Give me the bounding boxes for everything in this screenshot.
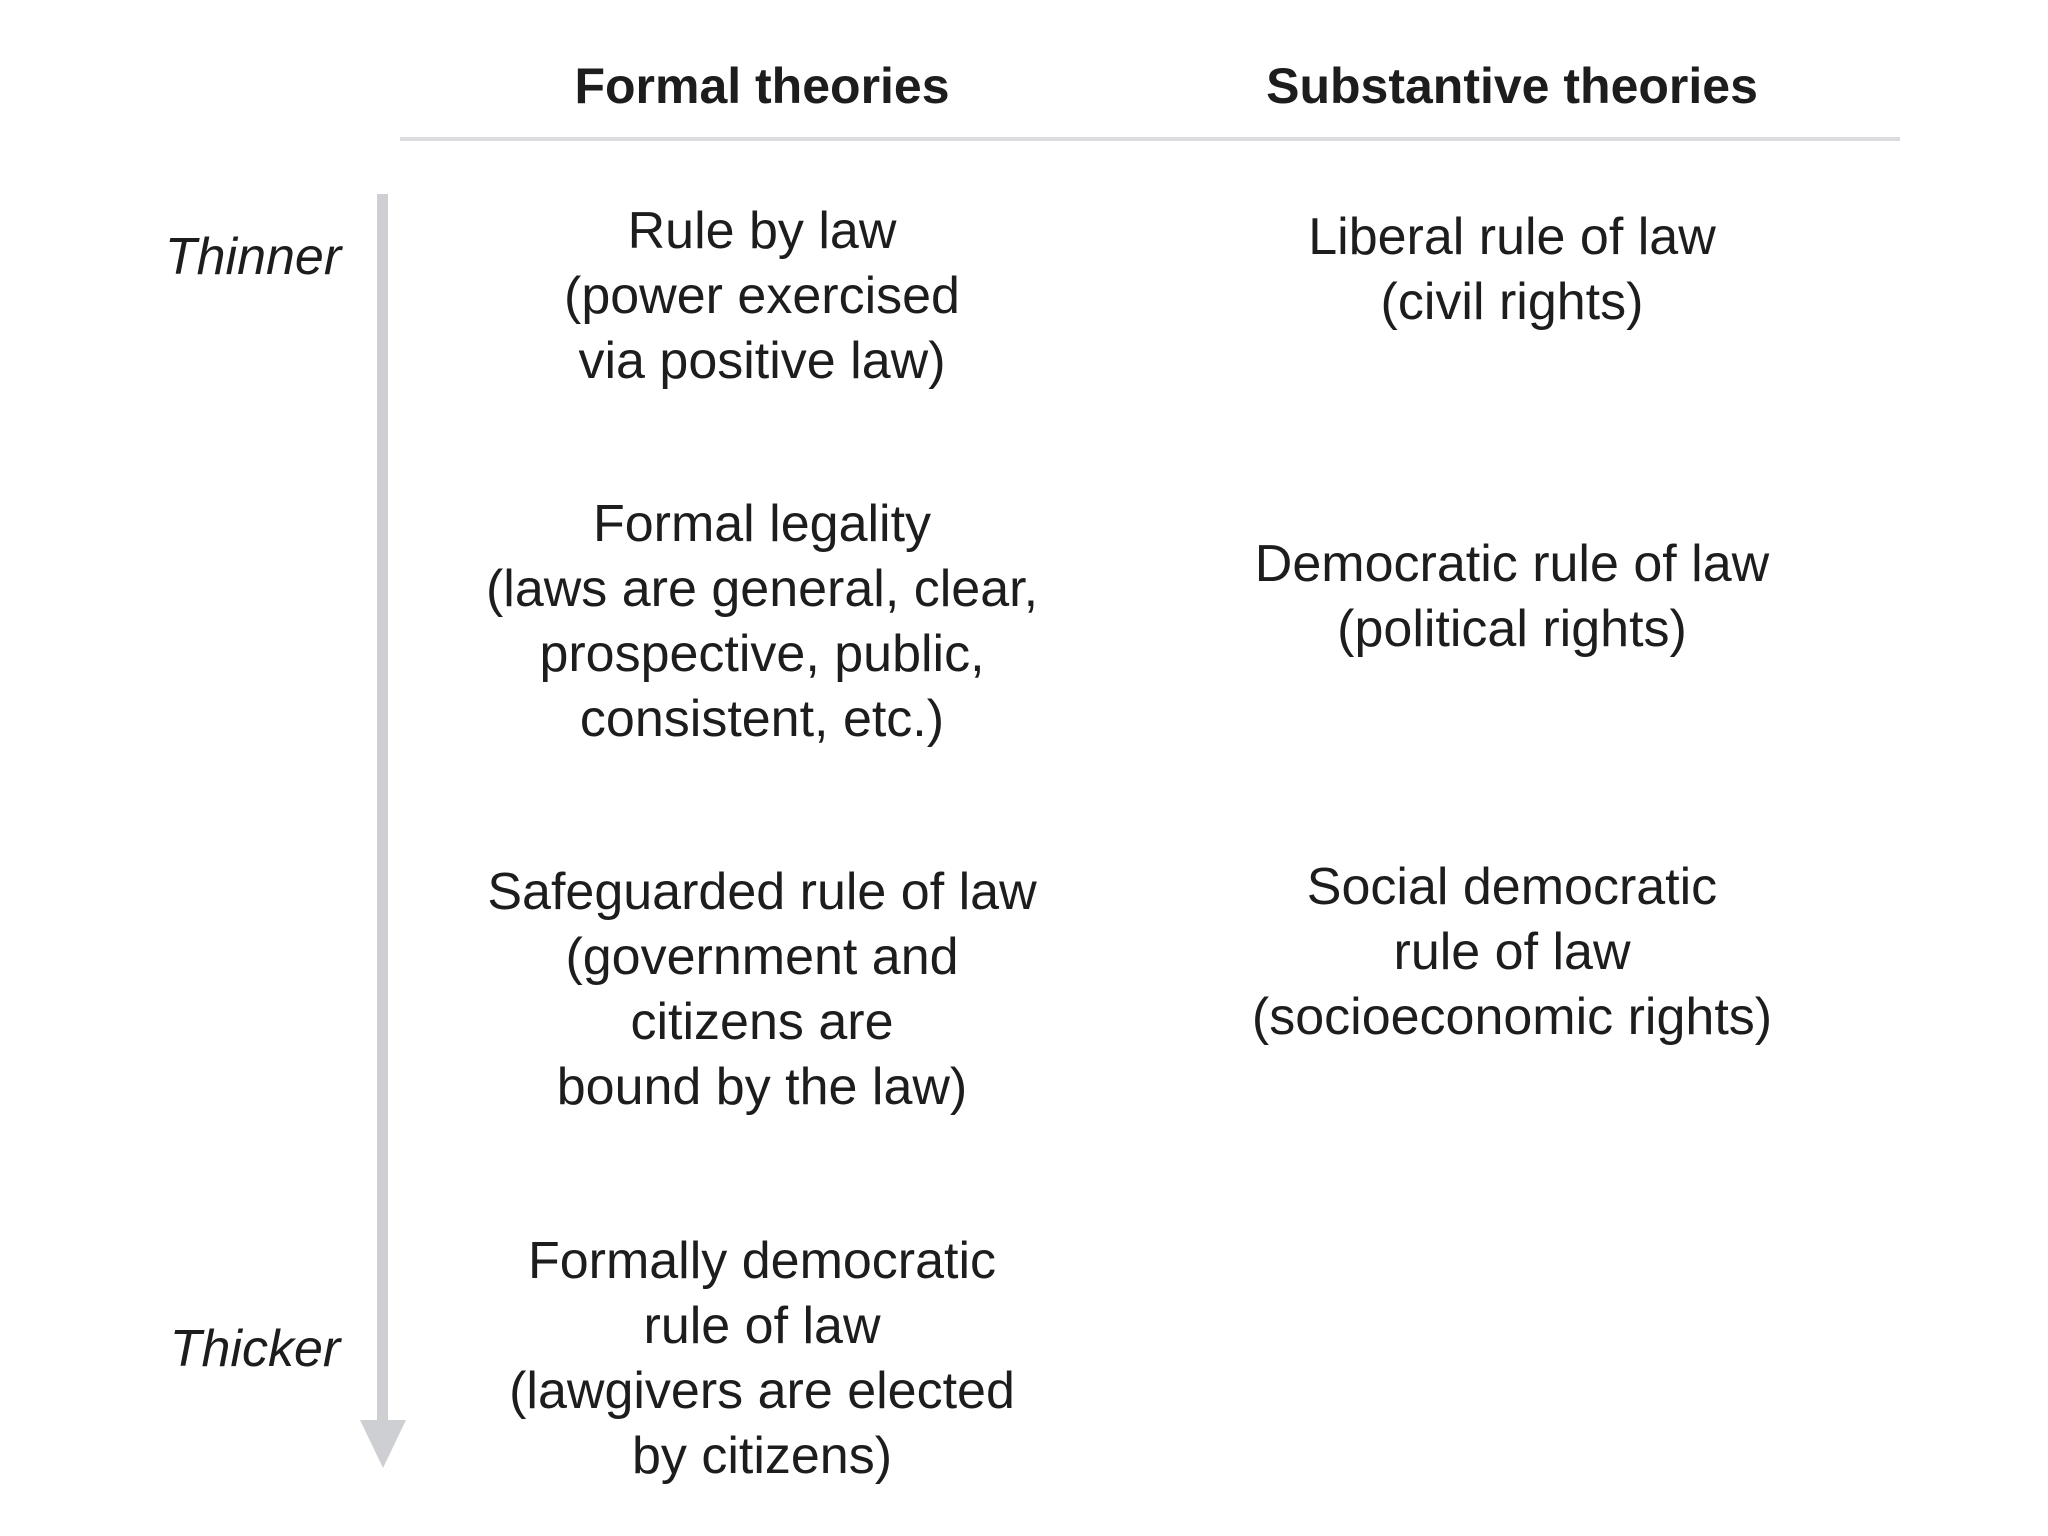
theory-line: consistent, etc.) bbox=[579, 690, 945, 748]
theory-block-formal-3: Formally democratic rule of law (lawgivers… bbox=[412, 1229, 1112, 1489]
theory-line: (civil rights) bbox=[1380, 273, 1644, 331]
theory-line: rule of law bbox=[643, 1297, 881, 1355]
theory-line: Formal legality bbox=[592, 495, 932, 553]
theory-line: (laws are general, clear, bbox=[485, 560, 1039, 618]
theory-line: Social democratic bbox=[1306, 858, 1718, 916]
axis-label-thicker: Thicker bbox=[169, 1320, 341, 1378]
theory-line: (socioeconomic rights) bbox=[1251, 988, 1773, 1046]
column-header-formal-theories: Formal theories bbox=[574, 58, 950, 114]
theory-line: prospective, public, bbox=[539, 625, 985, 683]
theory-line: Safeguarded rule of law bbox=[487, 863, 1037, 921]
theory-line: Rule by law bbox=[627, 202, 897, 260]
theory-line: Liberal rule of law bbox=[1308, 208, 1716, 266]
theory-block-substantive-0: Liberal rule of law (civil rights) bbox=[1162, 205, 1862, 335]
axis-label-thinner: Thinner bbox=[164, 228, 342, 286]
header-divider-line bbox=[400, 137, 1900, 141]
theory-line: (lawgivers are elected bbox=[509, 1362, 1015, 1420]
theory-line: by citizens) bbox=[631, 1427, 893, 1485]
theory-line: rule of law bbox=[1393, 923, 1631, 981]
theory-line: citizens are bbox=[630, 993, 894, 1051]
theory-line: (political rights) bbox=[1337, 600, 1687, 658]
axis-arrow-shaft bbox=[377, 194, 388, 1420]
theory-line: Formally democratic bbox=[527, 1232, 997, 1290]
theory-line: via positive law) bbox=[578, 332, 946, 390]
theory-block-formal-2: Safeguarded rule of law (government and ci… bbox=[412, 860, 1112, 1120]
theory-line: bound by the law) bbox=[556, 1058, 968, 1116]
theory-block-substantive-2: Social democratic rule of law (socioeconom… bbox=[1162, 855, 1862, 1050]
theory-block-substantive-1: Democratic rule of law (political rights) bbox=[1162, 532, 1862, 662]
column-header-substantive-theories: Substantive theories bbox=[1266, 58, 1758, 114]
theory-line: Democratic rule of law bbox=[1254, 535, 1770, 593]
theory-block-formal-0: Rule by law (power exercised via positive … bbox=[412, 199, 1112, 394]
theory-line: (government and bbox=[565, 928, 959, 986]
theory-block-formal-1: Formal legality (laws are general, clear,… bbox=[412, 492, 1112, 752]
theory-line: (power exercised bbox=[564, 267, 960, 325]
down-arrow-icon bbox=[360, 1420, 406, 1468]
